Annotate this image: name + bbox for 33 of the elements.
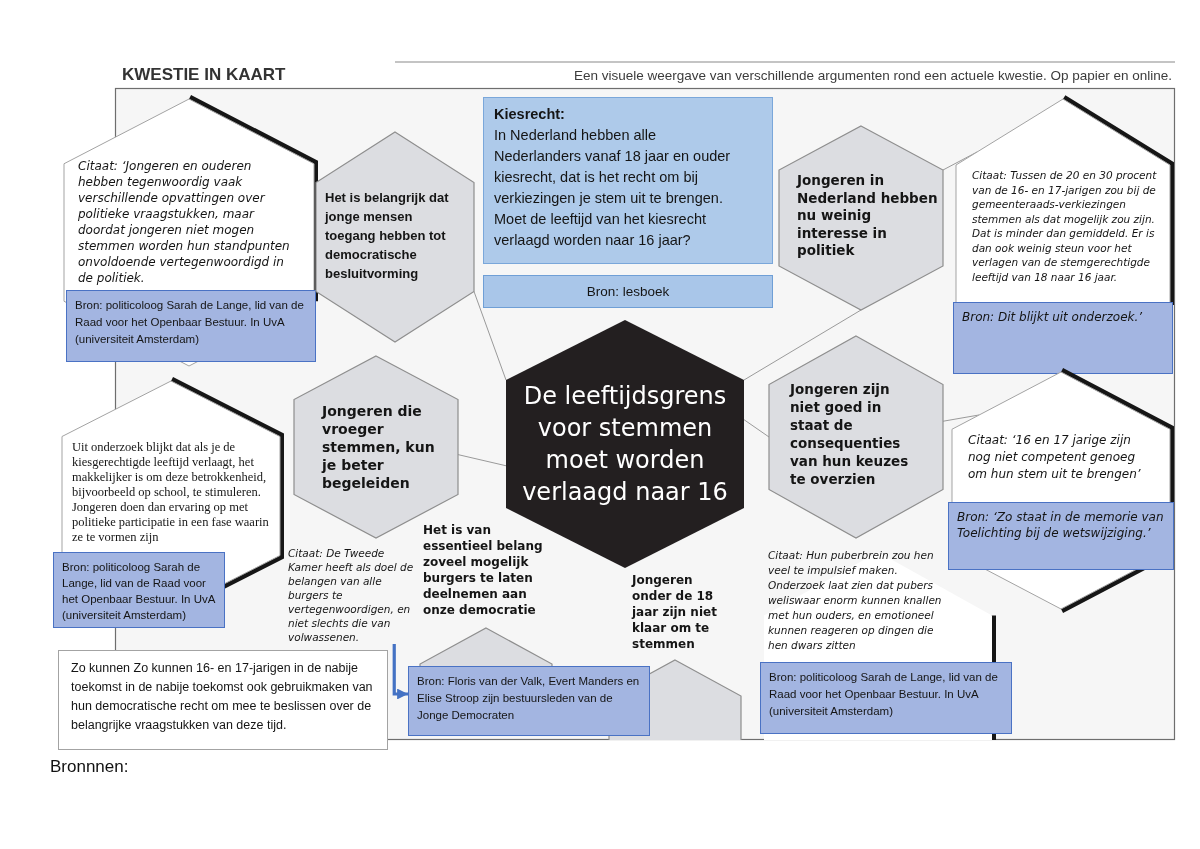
connector-line bbox=[743, 309, 862, 381]
panel-heading: Kiesrecht: bbox=[494, 105, 566, 124]
source-note: Bron: Floris van der Valk, Evert Manders en Elise Stroop zijn bestuursleden van de Jonge Democraten bbox=[408, 666, 650, 736]
argument-text: Jongeren onder de 18 jaar zijn niet klaar om te stemmen bbox=[632, 572, 718, 652]
quote-text: Citaat: ‘16 en 17 jarige zijn nog niet competent genoeg om hun stem uit te brengen’ bbox=[968, 432, 1142, 483]
sources-heading: Bronnnen: bbox=[50, 756, 129, 778]
quote-text: Citaat: ‘Jongeren en ouderen hebben tegenwoordig vaak verschillende opvattingen over politieke vraagstukken, maar doordat jongeren niet mogen stemmen worden hun standpunten onvoldoende vertegenwoordigd in de politiek. bbox=[78, 158, 291, 286]
quote-text: Citaat: De Tweede Kamer heeft als doel de belangen van alle burgers te vertegenwoordigen, en niet slechts die van volwassenen. bbox=[288, 546, 416, 644]
source-note: Bron: lesboek bbox=[483, 275, 773, 308]
arrow bbox=[392, 644, 408, 700]
source-note: Bron: politicoloog Sarah de Lange, lid van de Raad voor het Openbaar Bestuur. In UvA (universiteit Amsterdam) bbox=[760, 662, 1012, 734]
connector-line bbox=[743, 419, 770, 438]
page-subtitle: Een visuele weergave van verschillende argumenten rond een actuele kwestie. Op papier en online. bbox=[573, 67, 1172, 84]
quote-text: Citaat: Tussen de 20 en 30 procent van de 16- en 17-jarigen zou bij de gemeenteraads-verkiezingen stemmen als dat mogelijk zou zijn. Dat is minder dan gemiddeld. Er is dan ook weinig steun voor het verlagen van de stemgerechtigde leeftijd van 18 naar 16 jaar. bbox=[972, 168, 1158, 284]
connector-line bbox=[942, 414, 980, 422]
quote-text: Citaat: Hun puberbrein zou hen veel te impulsief maken. Onderzoek laat zien dat pubers weliswaar enorm kunnen knallen met hun ouders, en emotioneel kunnen reageren op dingen die hen dwars zitten bbox=[768, 548, 943, 653]
argument-text: Jongeren zijn niet goed in staat de consequenties van hun keuzes te overzien bbox=[790, 380, 910, 488]
panel-text: In Nederland hebben alle Nederlanders vanaf 18 jaar en ouder kiesrecht, dat is het recht om bij verkiezingen je stem uit te brengen. Moet de leeftijd van het kiesrecht verlaagd worden naar 16 jaar? bbox=[494, 126, 732, 250]
argument-text: Jongeren in Nederland hebben nu weinig interesse in politiek bbox=[797, 172, 939, 260]
thesis-text: De leeftijdsgrens voor stemmen moet worden verlaagd naar 16 bbox=[521, 381, 729, 508]
argument-text: Jongeren die vroeger stemmen, kun je beter begeleiden bbox=[322, 402, 436, 492]
connector-line bbox=[457, 454, 507, 467]
source-note: Bron: Dit blijkt uit onderzoek.’ bbox=[953, 302, 1173, 374]
source-note: Bron: ‘Zo staat in de memorie van Toelichting bij de wetswijziging.’ bbox=[948, 502, 1174, 570]
connector-line bbox=[473, 291, 507, 381]
info-panel bbox=[483, 97, 773, 264]
source-note: Bron: politicoloog Sarah de Lange, lid van de Raad voor het Openbaar Bestuur. In UvA (universiteit Amsterdam) bbox=[53, 552, 225, 628]
conclusion-note: Zo kunnen Zo kunnen 16- en 17-jarigen in de nabije toekomst in de nabije toekomst ook gebruikmaken van hun democratische recht om mee te beslissen over de belangrijke vraagstukken van deze tijd. bbox=[58, 650, 388, 750]
page-title: KWESTIE IN KAART bbox=[122, 64, 286, 85]
argument-text: Het is van essentieel belang zoveel mogelijk burgers te laten deelnemen aan onze democratie bbox=[423, 522, 544, 618]
research-text: Uit onderzoek blijkt dat als je de kiesgerechtigde leeftijd verlaagt, het makkelijker is om deze betrokkenheid, bijvoorbeeld op school, te stimuleren. Jongeren doen dan ervaring op met politieke participatie in een fase waarin ze te vormen zijn bbox=[72, 440, 270, 545]
source-note: Bron: politicoloog Sarah de Lange, lid van de Raad voor het Openbaar Bestuur. In UvA (universiteit Amsterdam) bbox=[66, 290, 316, 362]
argument-text: Het is belangrijk dat jonge mensen toegang hebben tot democratische besluitvorming bbox=[325, 189, 450, 283]
